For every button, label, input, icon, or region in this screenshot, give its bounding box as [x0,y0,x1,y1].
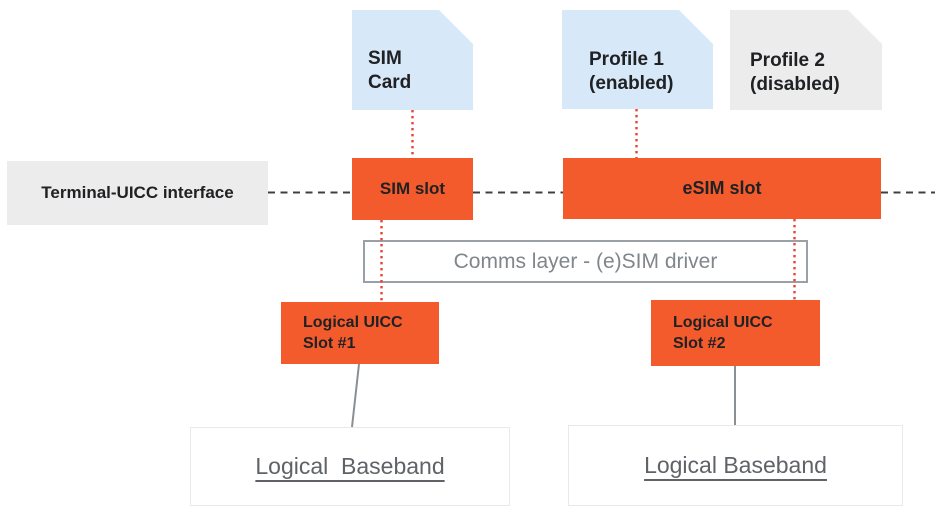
sim-card-label: SIM Card [368,48,412,93]
profile-1-label: Profile 1 (enabled) [589,49,674,94]
logical-uicc-slot-1-label: Logical UICC Slot #1 [303,314,403,352]
profile-1-enabled-node: Profile 1 (enabled) [562,10,713,109]
comms-layer-node: Comms layer - (e)SIM driver [363,240,808,283]
logical-uicc-slot-2-label: Logical UICC Slot #2 [673,314,773,352]
sim-slot-node: SIM slot [352,158,473,220]
sim-slot-label: SIM slot [379,179,446,198]
logical-baseband-1-node: Logical Baseband [190,427,510,506]
logical-baseband-2-label: Logical Baseband [644,452,827,478]
terminal-uicc-interface-label: Terminal-UICC interface [41,183,234,202]
esim-slot-label: eSIM slot [682,178,762,198]
profile-2-disabled-node: Profile 2 (disabled) [730,10,882,110]
terminal-uicc-interface-node: Terminal-UICC interface [7,161,268,225]
profile-2-label: Profile 2 (disabled) [750,50,840,95]
logical-uicc-slot-2-node: Logical UICC Slot #2 [651,300,820,366]
esim-slot-node: eSIM slot [563,158,881,219]
comms-layer-label: Comms layer - (e)SIM driver [453,249,718,273]
logical-baseband-1-label: Logical Baseband [255,453,445,479]
logical-uicc-slot-1-node: Logical UICC Slot #1 [281,302,439,364]
sim-card-node: SIM Card [352,10,473,110]
logical-baseband-2-node: Logical Baseband [568,425,903,506]
connector-uicc-slot-1-to-baseband-1 [351,363,360,428]
